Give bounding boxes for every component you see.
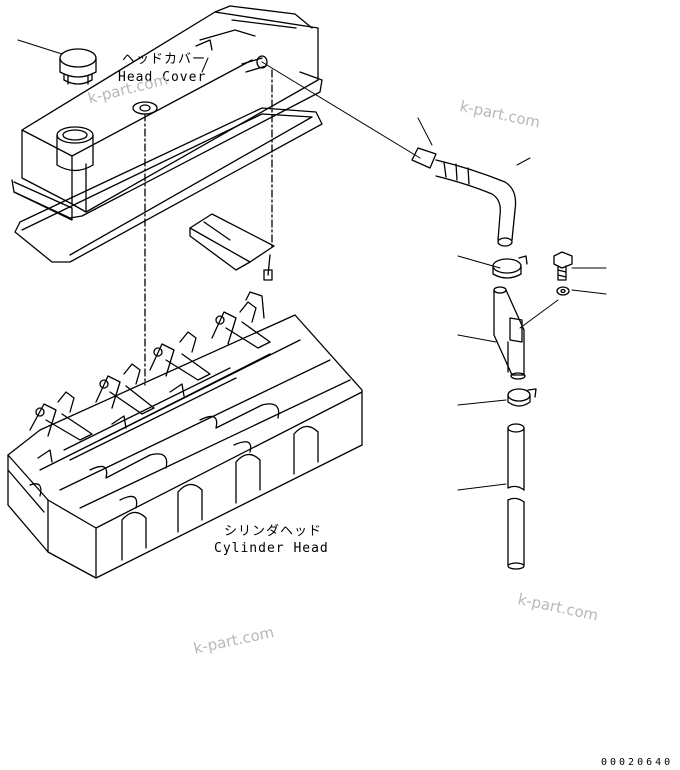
alignment-lines — [144, 69, 273, 386]
baffle-plate — [189, 213, 275, 271]
cover-bolt — [263, 254, 273, 281]
washer — [556, 286, 570, 296]
rocker-arms — [29, 291, 271, 463]
head-cover-label-jp: ヘッドカバー — [122, 52, 207, 67]
hose-clamp-lower — [507, 388, 537, 407]
cylinder-head-label-jp: シリンダヘッド — [224, 524, 323, 539]
head-cover-label: Head Cover — [118, 70, 207, 85]
cylinder-head-label: Cylinder Head — [214, 541, 329, 556]
leader-lines — [17, 39, 607, 491]
head-cover — [11, 5, 323, 263]
hose-clamp-upper — [492, 255, 528, 279]
drain-hose — [507, 423, 525, 570]
breather-hose — [411, 147, 517, 247]
breather-tube — [493, 286, 526, 380]
figure-number: 00020640 — [601, 757, 674, 768]
tube-bolt — [553, 251, 573, 281]
oil-filler-cap — [59, 48, 97, 85]
